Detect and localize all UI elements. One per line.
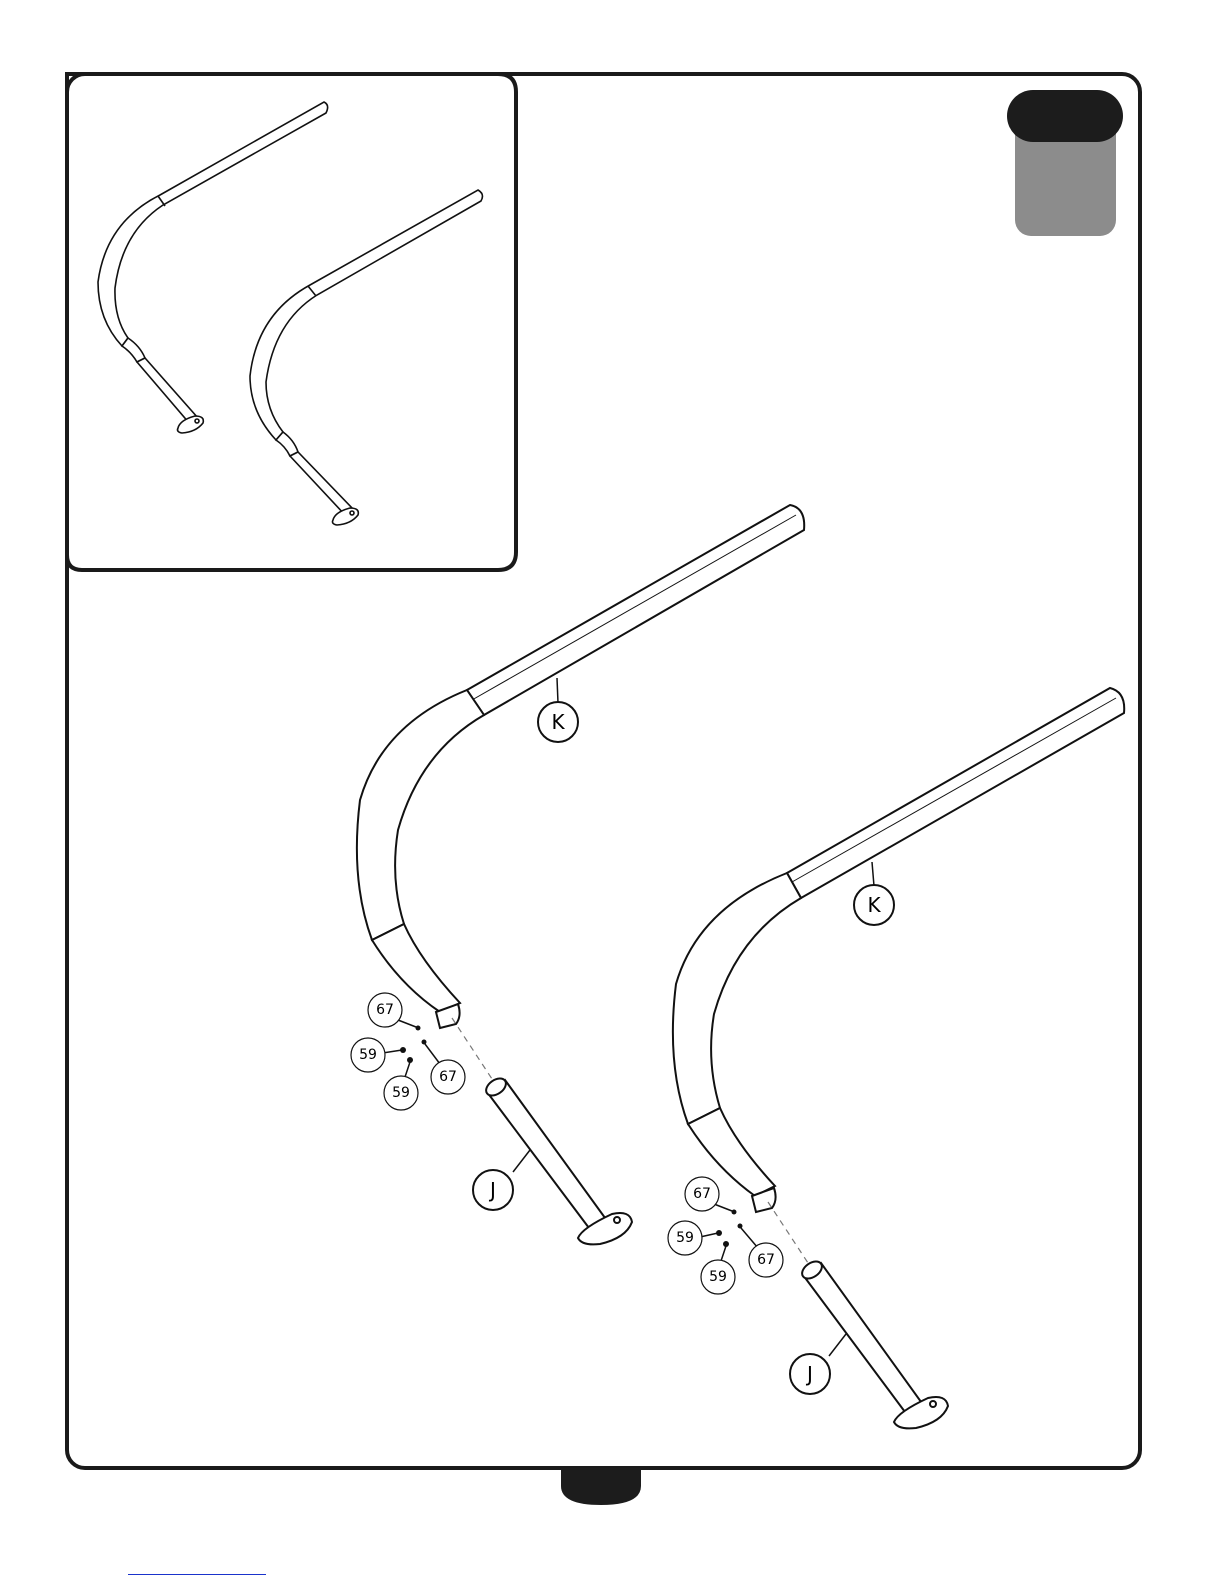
- leg-j-left: [483, 1075, 632, 1244]
- hardware-left: [400, 1026, 427, 1064]
- label-j-left: J: [488, 1178, 496, 1202]
- label-59-left-b: 59: [392, 1085, 410, 1101]
- label-k-left: K: [551, 710, 565, 734]
- label-59-right-b: 59: [709, 1269, 727, 1285]
- hardware-right: [716, 1210, 743, 1248]
- label-67-left-b: 67: [439, 1069, 457, 1085]
- step-tab-dark: [1007, 90, 1123, 142]
- inset-frame: [67, 74, 516, 570]
- label-59-right-a: 59: [676, 1230, 694, 1246]
- label-67-right-b: 67: [757, 1252, 775, 1268]
- label-k-right: K: [867, 893, 881, 917]
- label-67-right-a: 67: [693, 1186, 711, 1202]
- label-j-right: J: [805, 1362, 813, 1386]
- leg-j-right: [799, 1258, 948, 1428]
- inset-rail-left: [98, 102, 328, 433]
- inset-rail-right: [250, 190, 482, 525]
- label-59-left-a: 59: [359, 1047, 377, 1063]
- footer-link-underline[interactable]: [128, 1574, 266, 1575]
- label-67-left-a: 67: [376, 1002, 394, 1018]
- rail-k-right: [673, 688, 1124, 1212]
- page-tab: [561, 1468, 641, 1505]
